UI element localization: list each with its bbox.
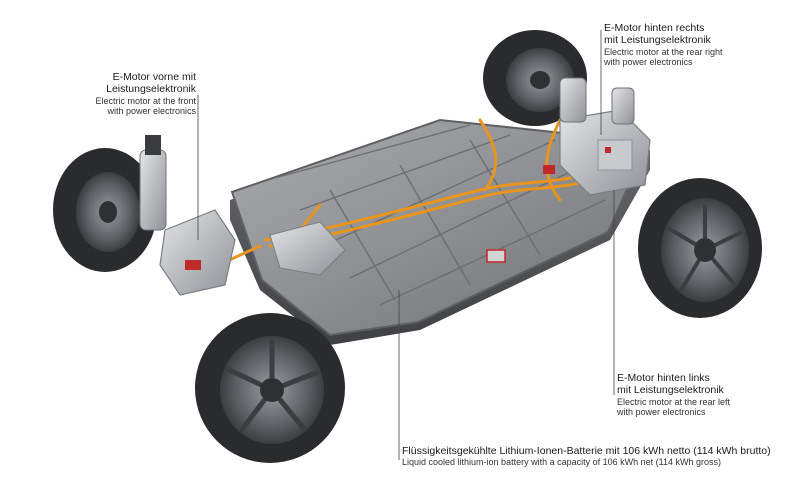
battery-junction-box bbox=[269, 221, 346, 276]
rear-left-motor-label: E-Motor hinten links mit Leistungselektr… bbox=[617, 372, 792, 418]
battery-warning-tag-2 bbox=[543, 165, 555, 174]
rear-right-motor-label-en-1: Electric motor at the rear right bbox=[604, 46, 723, 57]
front-strut bbox=[139, 135, 167, 231]
rear-right-motor-label-de-2: mit Leistungselektronik bbox=[604, 34, 711, 47]
rear-right-motor-label-en-2: with power electronics bbox=[604, 57, 693, 68]
battery-label-de: Flüssigkeitsgekühlte Lithium-Ionen-Batte… bbox=[402, 445, 771, 457]
rear-left-motor-label-de-1: E-Motor hinten links bbox=[617, 372, 710, 384]
battery-label: Flüssigkeitsgekühlte Lithium-Ionen-Batte… bbox=[402, 445, 797, 468]
rear-left-motor-label-de-2: mit Leistungselektronik bbox=[617, 384, 724, 397]
rear-right-motor-label: E-Motor hinten rechts mit Leistungselekt… bbox=[604, 22, 794, 68]
battery-warning-tag bbox=[486, 249, 506, 263]
rear-left-wheel bbox=[638, 178, 762, 318]
front-left-wheel bbox=[53, 148, 157, 272]
front-right-wheel bbox=[195, 313, 345, 463]
front-motor-label-de-1: E-Motor vorne mit bbox=[112, 71, 196, 83]
rear-suspension bbox=[559, 77, 635, 125]
front-motor-label-en-2: with power electronics bbox=[107, 106, 196, 117]
rear-left-motor-label-en-1: Electric motor at the rear left bbox=[617, 396, 731, 407]
rear-left-motor-label-en-2: with power electronics bbox=[617, 407, 706, 418]
leader-lines bbox=[197, 30, 615, 460]
battery-label-en: Liquid cooled lithium-ion battery with a… bbox=[402, 457, 721, 468]
front-motor-label: E-Motor vorne mit Leistungselektronik El… bbox=[70, 71, 196, 117]
front-motor-label-en-1: Electric motor at the front bbox=[95, 95, 196, 106]
rear-right-motor-label-de-1: E-Motor hinten rechts bbox=[604, 22, 705, 34]
front-motor-assembly bbox=[159, 209, 236, 296]
front-motor-label-de-2: Leistungselektronik bbox=[106, 83, 196, 96]
